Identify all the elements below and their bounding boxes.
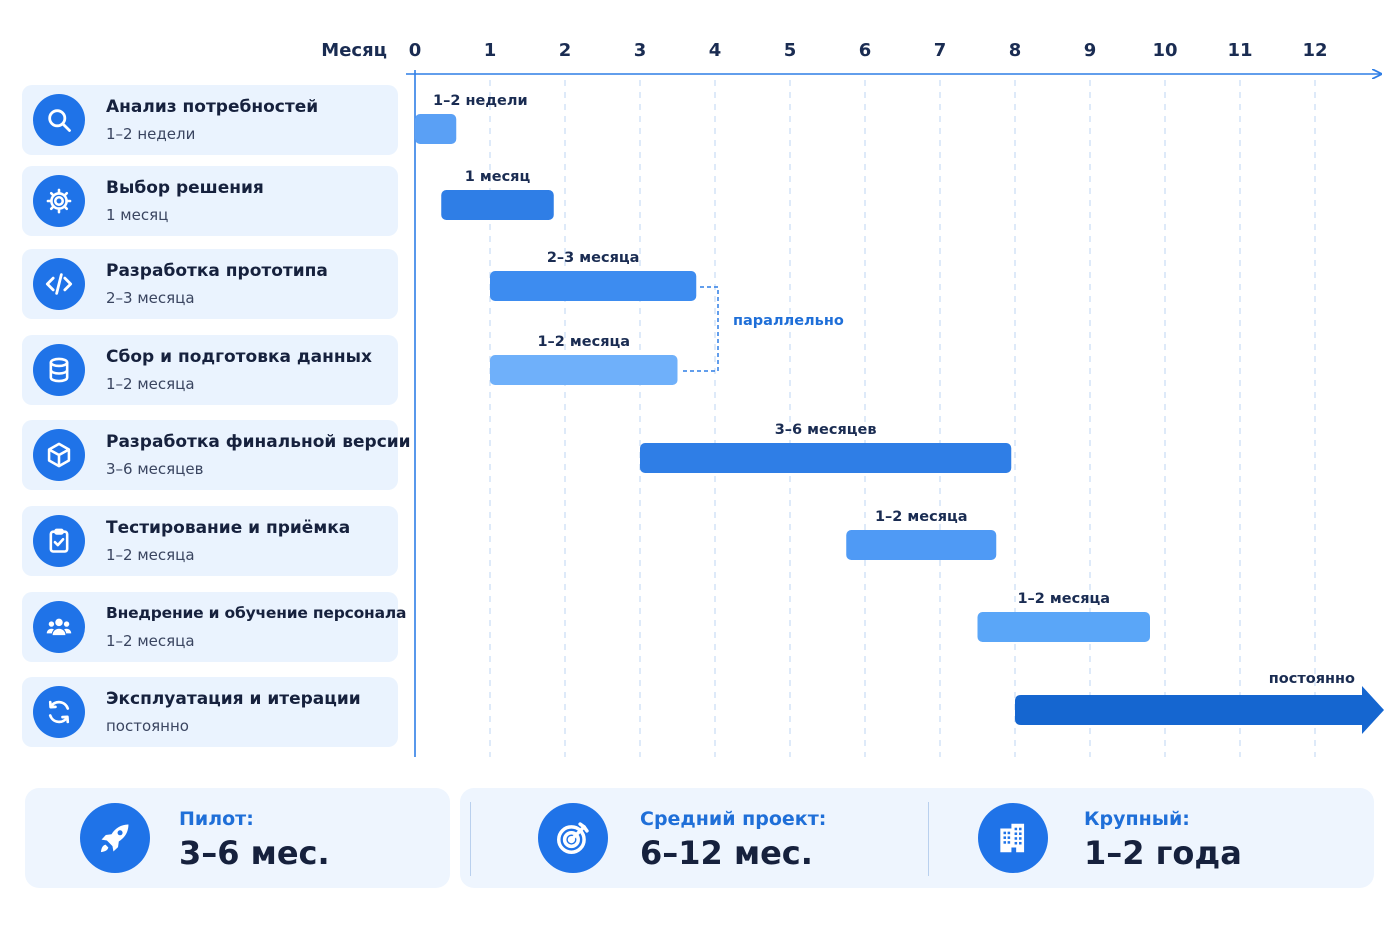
x-tick-label: 1 [484,40,497,61]
task-card-operation: Эксплуатация и итерации постоянно [22,677,398,747]
x-tick-label: 4 [709,40,722,61]
bar-label: 2–3 месяца [547,250,640,266]
gantt-bar [441,190,554,220]
gantt-bar-ongoing [1015,686,1384,734]
summary-value: 6–12 мес. [640,834,813,872]
refresh-icon [33,686,85,738]
task-duration: постоянно [106,717,189,735]
summary-label: Пилот: [179,808,254,830]
task-card-final-version: Разработка финальной версии 3–6 месяцев [22,420,411,490]
x-tick-label: 6 [859,40,872,61]
database-icon [33,344,85,396]
x-tick-label: 0 [409,40,422,61]
task-title: Внедрение и обучение персонала [106,604,407,622]
summary-value: 1–2 года [1084,834,1242,872]
target-icon [538,803,608,873]
summary-label: Крупный: [1084,808,1190,830]
task-card-data-collection: Сбор и подготовка данных 1–2 месяца [22,335,398,405]
task-title: Разработка прототипа [106,261,328,281]
task-card-prototype: Разработка прототипа 2–3 месяца [22,249,398,319]
x-tick-label: 11 [1227,40,1252,61]
task-duration: 1–2 месяца [106,632,195,650]
task-title: Сбор и подготовка данных [106,347,372,367]
task-card-solution-choice: Выбор решения 1 месяц [22,166,398,236]
code-icon [33,258,85,310]
x-tick-label: 3 [634,40,647,61]
task-duration: 1–2 месяца [106,375,195,393]
building-icon [978,803,1048,873]
summary-panel-pilot: Пилот: 3–6 мес. [25,788,450,888]
x-tick-label: 10 [1152,40,1177,61]
x-tick-label: 12 [1302,40,1327,61]
cube-icon [33,429,85,481]
bar-label: 1–2 месяца [537,334,630,350]
users-icon [33,601,85,653]
bar-label: постоянно [1269,671,1355,687]
gantt-bar [490,271,697,301]
task-card-testing: Тестирование и приёмка 1–2 месяца [22,506,398,576]
parallel-bracket [682,286,719,372]
task-title: Эксплуатация и итерации [106,689,361,709]
task-duration: 2–3 месяца [106,289,195,307]
task-duration: 1 месяц [106,206,169,224]
x-tick-label: 9 [1084,40,1097,61]
gear-icon [33,175,85,227]
task-card-needs-analysis: Анализ потребностей 1–2 недели [22,85,398,155]
x-tick-label: 8 [1009,40,1022,61]
task-duration: 1–2 месяца [106,546,195,564]
axis-title: Месяц [321,40,387,61]
gantt-bar [846,530,997,560]
gantt-bar [640,443,1012,473]
task-duration: 3–6 месяцев [106,460,204,478]
parallel-label: параллельно [733,313,844,329]
x-tick-label: 7 [934,40,947,61]
gantt-bar [490,355,678,385]
gantt-bar [977,612,1150,642]
task-title: Выбор решения [106,178,264,198]
bar-label: 3–6 месяцев [775,422,877,438]
bar-label: 1–2 месяца [1017,591,1110,607]
x-tick-label: 5 [784,40,797,61]
search-icon [33,94,85,146]
clipboard-check-icon [33,515,85,567]
bar-label: 1–2 месяца [875,509,968,525]
task-title: Анализ потребностей [106,97,319,117]
bar-label: 1 месяц [465,169,531,185]
summary-divider [928,802,929,876]
task-title: Разработка финальной версии [106,432,411,452]
x-tick-label: 2 [559,40,572,61]
rocket-icon [80,803,150,873]
summary-label: Средний проект: [640,808,827,830]
bar-label: 1–2 недели [433,93,528,109]
summary-value: 3–6 мес. [179,834,330,872]
summary-panel-projects: Средний проект: 6–12 мес. Крупный: 1–2 г… [460,788,1374,888]
gantt-bar [415,114,457,144]
summary-divider [470,802,471,876]
task-card-deployment: Внедрение и обучение персонала 1–2 месяц… [22,592,407,662]
task-duration: 1–2 недели [106,125,196,143]
task-title: Тестирование и приёмка [106,518,351,538]
